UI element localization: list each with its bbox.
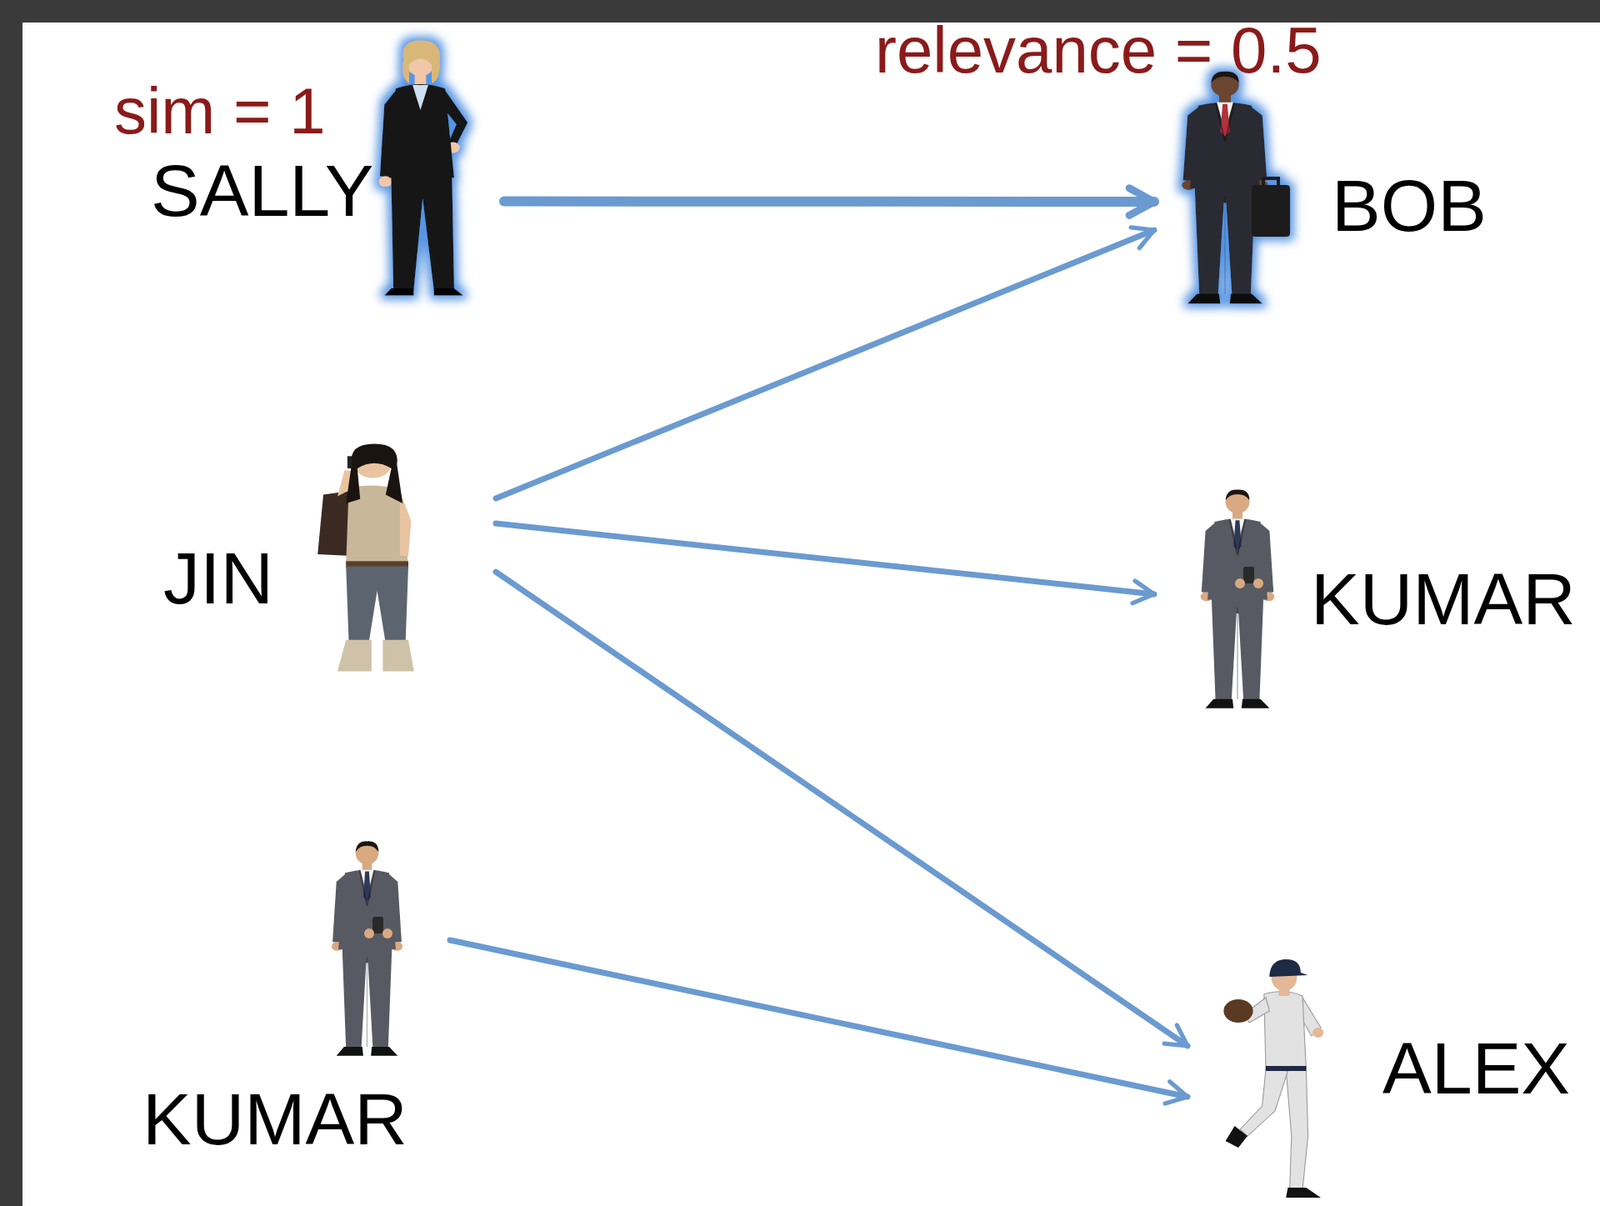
person-name: ALEX [1382, 1031, 1570, 1105]
person-node: SALLY [145, 33, 505, 300]
arrow-head [1129, 188, 1155, 216]
person-name: KUMAR [142, 1082, 408, 1156]
connector-line [450, 940, 1188, 1097]
man-figure [1181, 71, 1290, 304]
pitcher-figure [1223, 959, 1324, 1198]
connector-line [504, 196, 1155, 208]
arrow-connector [495, 523, 1155, 604]
person-name: BOB [1331, 169, 1487, 243]
connector-line [495, 230, 1155, 499]
person-node: BOB [1154, 62, 1500, 313]
man-figure [1200, 489, 1275, 708]
arrow-head [1164, 1025, 1188, 1046]
arrow-connector [504, 188, 1155, 216]
person-name: KUMAR [1310, 562, 1576, 636]
connector-line [495, 523, 1155, 595]
arrow-connector [495, 227, 1155, 499]
person-name: JIN [163, 541, 274, 615]
arrow-connector [450, 940, 1188, 1104]
arrow-head [1130, 227, 1155, 249]
arrow-head [1165, 1081, 1188, 1104]
person-node: ALEX [1187, 941, 1575, 1200]
score-label: sim = 1 [114, 78, 326, 144]
score-label: relevance = 0.5 [875, 17, 1322, 83]
girl-figure [317, 444, 415, 672]
person-node: JIN [158, 429, 496, 671]
person-node: KUMAR [1154, 479, 1584, 717]
arrow-head [1132, 580, 1155, 604]
man-figure [331, 840, 403, 1055]
woman-figure [379, 40, 469, 296]
person-node: KUMAR [137, 833, 450, 1167]
person-name: SALLY [150, 154, 374, 228]
